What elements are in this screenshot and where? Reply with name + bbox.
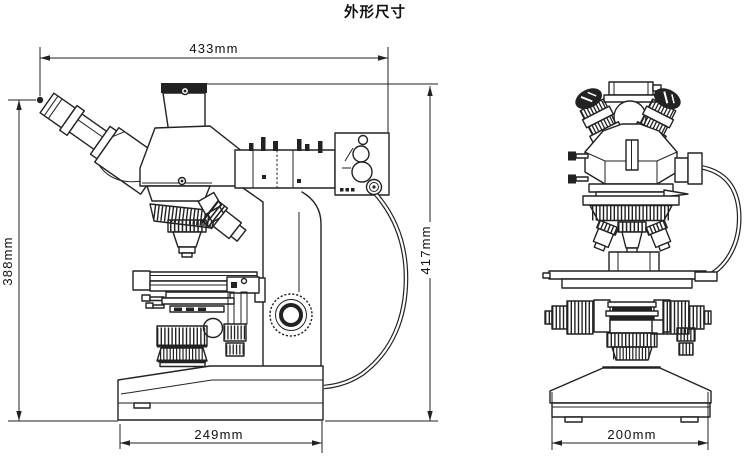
illuminator-arm	[234, 137, 336, 189]
base-side	[117, 365, 324, 421]
dim-label-200: 200mm	[607, 427, 656, 442]
eyepiece-tube	[39, 92, 166, 195]
front-stage	[542, 270, 718, 289]
stage	[132, 270, 266, 303]
side-port	[674, 152, 703, 185]
head-body	[139, 125, 244, 202]
objective-right	[201, 200, 247, 242]
side-view-drawing	[39, 83, 409, 421]
dim-label-249: 249mm	[194, 427, 243, 442]
power-cord	[323, 178, 409, 390]
front-objective-left	[592, 219, 619, 252]
dimension-overall-height: 417mm	[207, 83, 438, 422]
dim-label-417: 417mm	[418, 225, 433, 274]
dim-label-433: 433mm	[189, 41, 238, 56]
page-title: 外形尺寸	[344, 3, 406, 21]
dimension-overall-width: 433mm	[36, 41, 389, 133]
objective-rear	[197, 191, 226, 223]
head-screws	[568, 151, 589, 184]
dimension-base-depth: 249mm	[119, 421, 323, 453]
front-head	[584, 123, 678, 199]
objective-center	[167, 219, 207, 258]
condenser-assembly	[141, 291, 248, 357]
stage-knobs	[156, 325, 208, 368]
focus-knob	[269, 293, 313, 337]
front-focus-knobs	[544, 299, 712, 335]
front-condenser	[605, 301, 696, 361]
stand-arm	[242, 187, 322, 366]
dimension-eyepiece-height: 388mm	[0, 99, 118, 422]
dim-label-388: 388mm	[0, 236, 15, 285]
front-cord	[699, 164, 742, 279]
base-front	[549, 366, 712, 423]
front-view-drawing	[542, 81, 742, 423]
front-column	[608, 251, 660, 273]
front-objective-right	[645, 219, 672, 252]
dimension-base-width: 200mm	[551, 392, 709, 450]
